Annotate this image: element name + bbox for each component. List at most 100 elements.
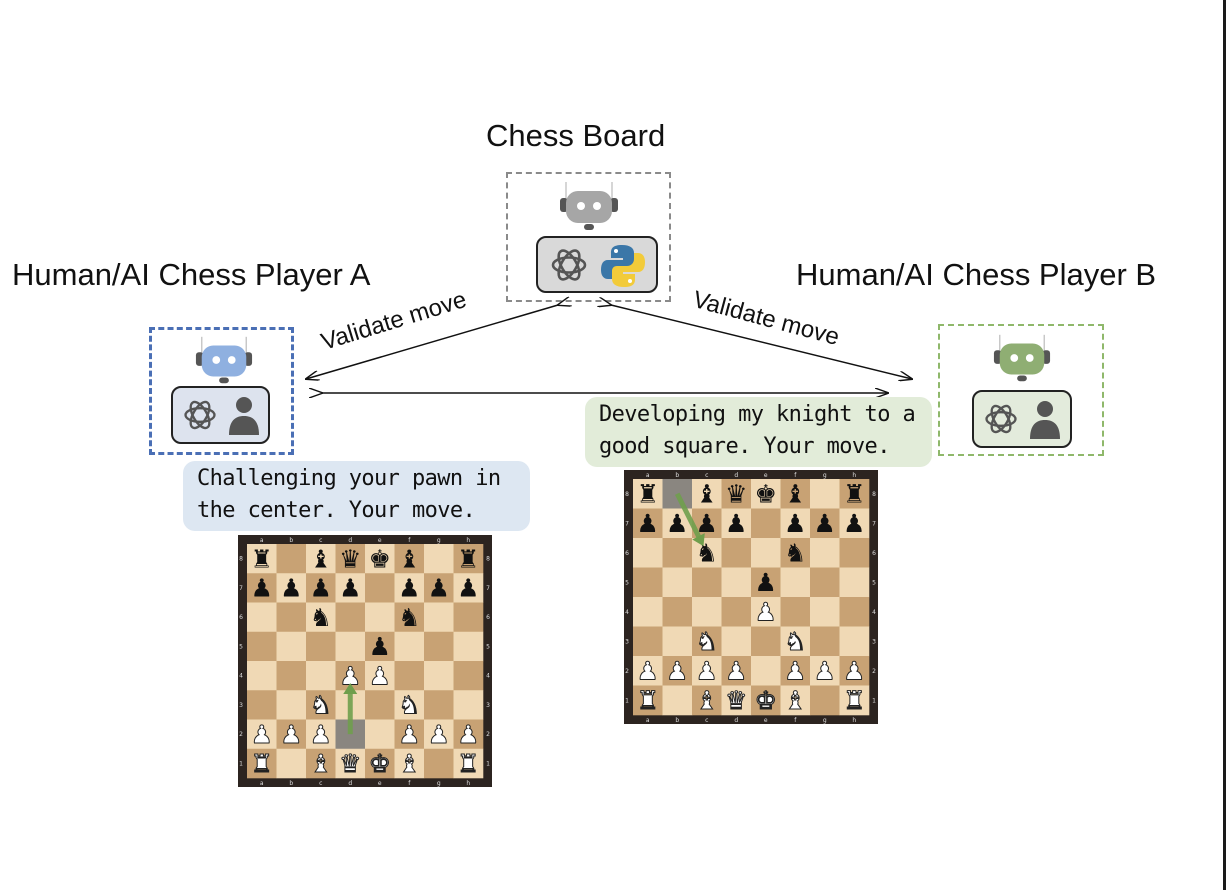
board-a-rank-label: 2 (239, 731, 243, 738)
board-a-square-f2 (394, 719, 425, 750)
board-b-square-e5 (751, 567, 781, 598)
board-b-piece-c6: ♞ (696, 539, 718, 568)
board-a-square-c2 (306, 719, 336, 750)
board-b-move-arrow (675, 492, 703, 542)
board-b-square-a1 (633, 685, 663, 716)
board-a-square-f4 (394, 661, 425, 691)
board-a-file-label: a (260, 780, 264, 787)
board-a-square-e5 (365, 631, 395, 662)
board-a-piece-f8: ♝ (398, 544, 420, 573)
board-b-file-label: e (764, 472, 768, 479)
board-a-square-f5 (394, 631, 425, 662)
board-b-square-c3 (692, 626, 722, 657)
board-a-square-e2 (365, 719, 395, 750)
board-a-file-label: d (348, 537, 352, 544)
board-b-square-f8 (780, 479, 811, 509)
board-a-square-b8 (276, 544, 307, 574)
board-b-piece-h7: ♟ (843, 509, 865, 538)
board-b-piece-f3: ♞ (784, 627, 806, 656)
board-a-square-e4 (365, 661, 395, 691)
board-b-square-a5 (633, 567, 663, 598)
board-b-square-e7 (751, 508, 781, 539)
board-b-piece-f2: ♟ (784, 657, 806, 686)
board-a-piece-e1: ♚ (369, 749, 391, 778)
board-b-file-label: c (705, 717, 708, 724)
board-b-square-h6 (839, 538, 870, 568)
board-a-piece-c7: ♟ (310, 574, 332, 603)
board-a-rank-label: 8 (239, 556, 243, 563)
board-a-rank-label: 5 (486, 643, 490, 650)
board-b-square-b5 (662, 567, 693, 598)
board-b-piece-d7: ♟ (725, 509, 747, 538)
board-b-square-c8 (692, 479, 722, 509)
board-b-square-f4 (780, 597, 811, 627)
board-a-file-label: d (348, 780, 352, 787)
board-a-square-h1 (453, 748, 484, 779)
board-a-square-a8 (247, 544, 277, 574)
board-b-piece-e4: ♟ (755, 598, 777, 627)
board-b-square-c2 (692, 656, 722, 686)
board-b-square-f2 (780, 656, 811, 686)
board-a-square-b3 (276, 690, 307, 720)
python-icon (601, 245, 645, 287)
board-b-square-g7 (810, 508, 840, 539)
robot-icon (195, 336, 253, 384)
board-a-square-h4 (453, 661, 484, 691)
board-a-square-a4 (247, 661, 277, 691)
board-b-piece-e5: ♟ (755, 568, 777, 597)
board-b-file-label: d (734, 472, 738, 479)
chess-board-title: Chess Board (486, 118, 666, 153)
board-a-square-e8 (365, 544, 395, 574)
board-b-square-d4 (721, 597, 752, 627)
player-a-title: Human/AI Chess Player A (12, 257, 371, 292)
board-b-square-h3 (839, 626, 870, 657)
board-b-piece-c7: ♟ (696, 509, 718, 538)
board-a-file-label: h (466, 780, 470, 787)
board-a-square-d8 (335, 544, 366, 574)
board-a-file-label: a (260, 537, 264, 544)
board-b-square-h7 (839, 508, 870, 539)
board-b-rank-label: 7 (625, 520, 629, 527)
board-b-piece-g2: ♟ (814, 657, 836, 686)
board-a-file-label: e (378, 537, 382, 544)
board-b-piece-h8: ♜ (843, 480, 865, 509)
board-b-file-label: h (852, 717, 856, 724)
board-b-rank-label: 6 (625, 550, 629, 557)
board-a-piece-f2: ♟ (398, 720, 420, 749)
board-b-square-g2 (810, 656, 840, 686)
board-b-piece-g7: ♟ (814, 509, 836, 538)
board-a-piece-a7: ♟ (251, 574, 273, 603)
board-b-file-label: g (823, 717, 827, 724)
board-b-rank-label: 4 (872, 609, 876, 616)
board-a-rank-label: 5 (239, 643, 243, 650)
board-a-rank-label: 4 (239, 673, 243, 680)
board-a-square-a2 (247, 719, 277, 750)
openai-icon (551, 249, 587, 281)
chess-board-agent-box (506, 172, 671, 302)
player-b-agent-box (938, 324, 1104, 456)
board-b-square-g3 (810, 626, 840, 657)
board-a-square-g1 (424, 748, 454, 779)
board-b-rank-label: 6 (872, 550, 876, 557)
board-b-square-d3 (721, 626, 752, 657)
board-b-square-h2 (839, 656, 870, 686)
board-a-piece-g2: ♟ (428, 720, 450, 749)
board-a-piece-d4: ♟ (339, 661, 361, 690)
board-b-square-e6 (751, 538, 781, 568)
board-a-square-d1 (335, 748, 366, 779)
board-b-square-e8 (751, 479, 781, 509)
board-b-file-label: f (794, 717, 797, 724)
board-a-square-e1 (365, 748, 395, 779)
board-b-square-h8 (839, 479, 870, 509)
board-b-file-label: f (794, 472, 797, 479)
board-a-square-h6 (453, 602, 484, 633)
board-a-square-f8 (394, 544, 425, 574)
robot-icon (993, 334, 1051, 382)
board-a-rank-label: 2 (486, 731, 490, 738)
board-b-piece-c2: ♟ (696, 657, 718, 686)
board-a-square-d6 (335, 602, 366, 633)
board-b-rank-label: 8 (625, 491, 629, 498)
board-b-square-g4 (810, 597, 840, 627)
board-b-square-f5 (780, 567, 811, 598)
